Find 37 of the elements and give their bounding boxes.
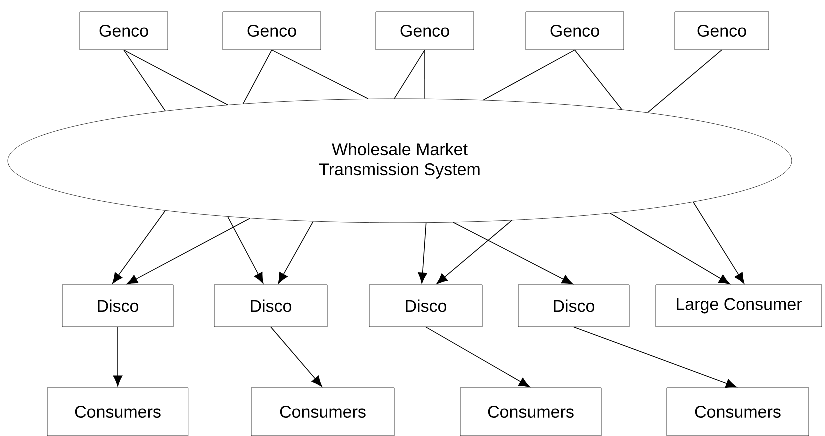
box-node: Disco (369, 284, 483, 328)
box-node: Large Consumer (656, 284, 822, 328)
box-node: Disco (62, 284, 174, 328)
box-node: Consumers (666, 388, 810, 436)
box-node: Genco (80, 12, 168, 50)
connector (112, 210, 166, 284)
connector (270, 326, 322, 388)
connector (126, 218, 251, 284)
connector (424, 50, 426, 100)
box-node: Genco (222, 12, 322, 50)
connector (124, 50, 166, 112)
box-node: Genco (376, 12, 474, 50)
connector (272, 50, 369, 100)
box-node: Consumers (47, 388, 189, 436)
connector (610, 213, 730, 284)
box-node: Consumers (251, 388, 395, 436)
connector (453, 222, 574, 284)
connector (483, 50, 576, 101)
connector (426, 326, 530, 388)
connector (124, 50, 228, 106)
connector (394, 50, 426, 100)
connector (574, 50, 622, 110)
connector (693, 202, 745, 284)
connector (113, 326, 123, 387)
box-node: Disco (518, 284, 630, 328)
box-node: Genco (674, 12, 770, 50)
box-node: Consumers (460, 388, 602, 436)
box-node: Genco (526, 12, 624, 50)
connector (228, 216, 264, 284)
connector (242, 50, 272, 104)
connector (574, 326, 737, 388)
ellipse-node: Wholesale Market Transmission System (8, 98, 792, 224)
connector (436, 220, 512, 284)
connector (418, 222, 428, 284)
connector (648, 50, 722, 114)
box-node: Disco (214, 284, 328, 328)
connector (278, 221, 314, 284)
